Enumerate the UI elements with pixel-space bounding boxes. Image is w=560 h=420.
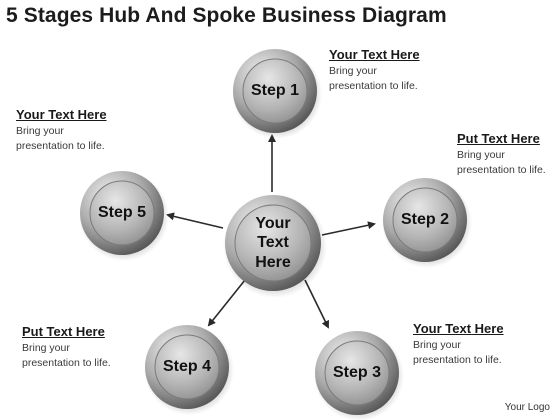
arrow-to-step-2 (321, 221, 376, 236)
note-heading: Put Text Here (457, 131, 540, 146)
step-2-label: Step 2 (400, 211, 449, 229)
note-step-5: Your Text Here Bring your presentation t… (16, 107, 156, 154)
hub-label: Your Text Here (238, 214, 308, 272)
step-4-circle (144, 325, 234, 415)
note-line: Bring your (329, 65, 377, 77)
hub-label-line2: Here (255, 253, 291, 271)
hub-node: Your Text Here (213, 203, 333, 283)
note-line: presentation to life. (16, 140, 105, 152)
note-heading: Put Text Here (22, 324, 105, 339)
hub-circle (223, 194, 327, 298)
page-title: 5 Stages Hub And Spoke Business Diagram (6, 4, 447, 27)
hub-label-line1: Your Text (255, 215, 291, 252)
note-step-4: Put Text Here Bring your presentation to… (22, 324, 162, 371)
note-line: Bring your (16, 125, 64, 137)
note-heading: Your Text Here (329, 47, 420, 62)
note-line: Bring your (413, 339, 461, 351)
step-5-circle (79, 171, 169, 261)
note-line: presentation to life. (329, 80, 418, 92)
arrow-to-step-3 (304, 279, 329, 329)
step-2-node: Step 2 (385, 205, 465, 235)
step-3-circle (314, 331, 404, 420)
step-4-label: Step 4 (162, 358, 211, 376)
step-1-label: Step 1 (250, 82, 299, 100)
note-line: Bring your (457, 149, 505, 161)
note-step-2: Put Text Here Bring your presentation to… (457, 131, 557, 178)
note-body: Bring your presentation to life. (22, 341, 142, 371)
step-3-label: Step 3 (332, 364, 381, 382)
note-heading: Your Text Here (413, 321, 504, 336)
step-3-node: Step 3 (317, 358, 397, 388)
step-1-circle (232, 49, 322, 139)
arrow-to-step-5 (166, 212, 224, 229)
note-body: Bring your presentation to life. (16, 124, 136, 154)
note-line: presentation to life. (413, 354, 502, 366)
step-4-node: Step 4 (147, 352, 227, 382)
note-heading: Your Text Here (16, 107, 107, 122)
note-body: Bring your presentation to life. (329, 64, 449, 94)
note-body: Bring your presentation to life. (413, 338, 533, 368)
note-step-1: Your Text Here Bring your presentation t… (329, 47, 469, 94)
step-2-circle (382, 178, 472, 268)
note-line: Bring your (22, 342, 70, 354)
note-line: presentation to life. (457, 164, 546, 176)
step-5-label: Step 5 (97, 204, 146, 222)
arrow-to-step-4 (207, 279, 246, 327)
step-5-node: Step 5 (82, 198, 162, 228)
note-step-3: Your Text Here Bring your presentation t… (413, 321, 543, 368)
logo-placeholder: Your Logo (504, 402, 550, 413)
note-line: presentation to life. (22, 357, 111, 369)
step-1-node: Step 1 (235, 76, 315, 106)
note-body: Bring your presentation to life. (457, 148, 557, 178)
